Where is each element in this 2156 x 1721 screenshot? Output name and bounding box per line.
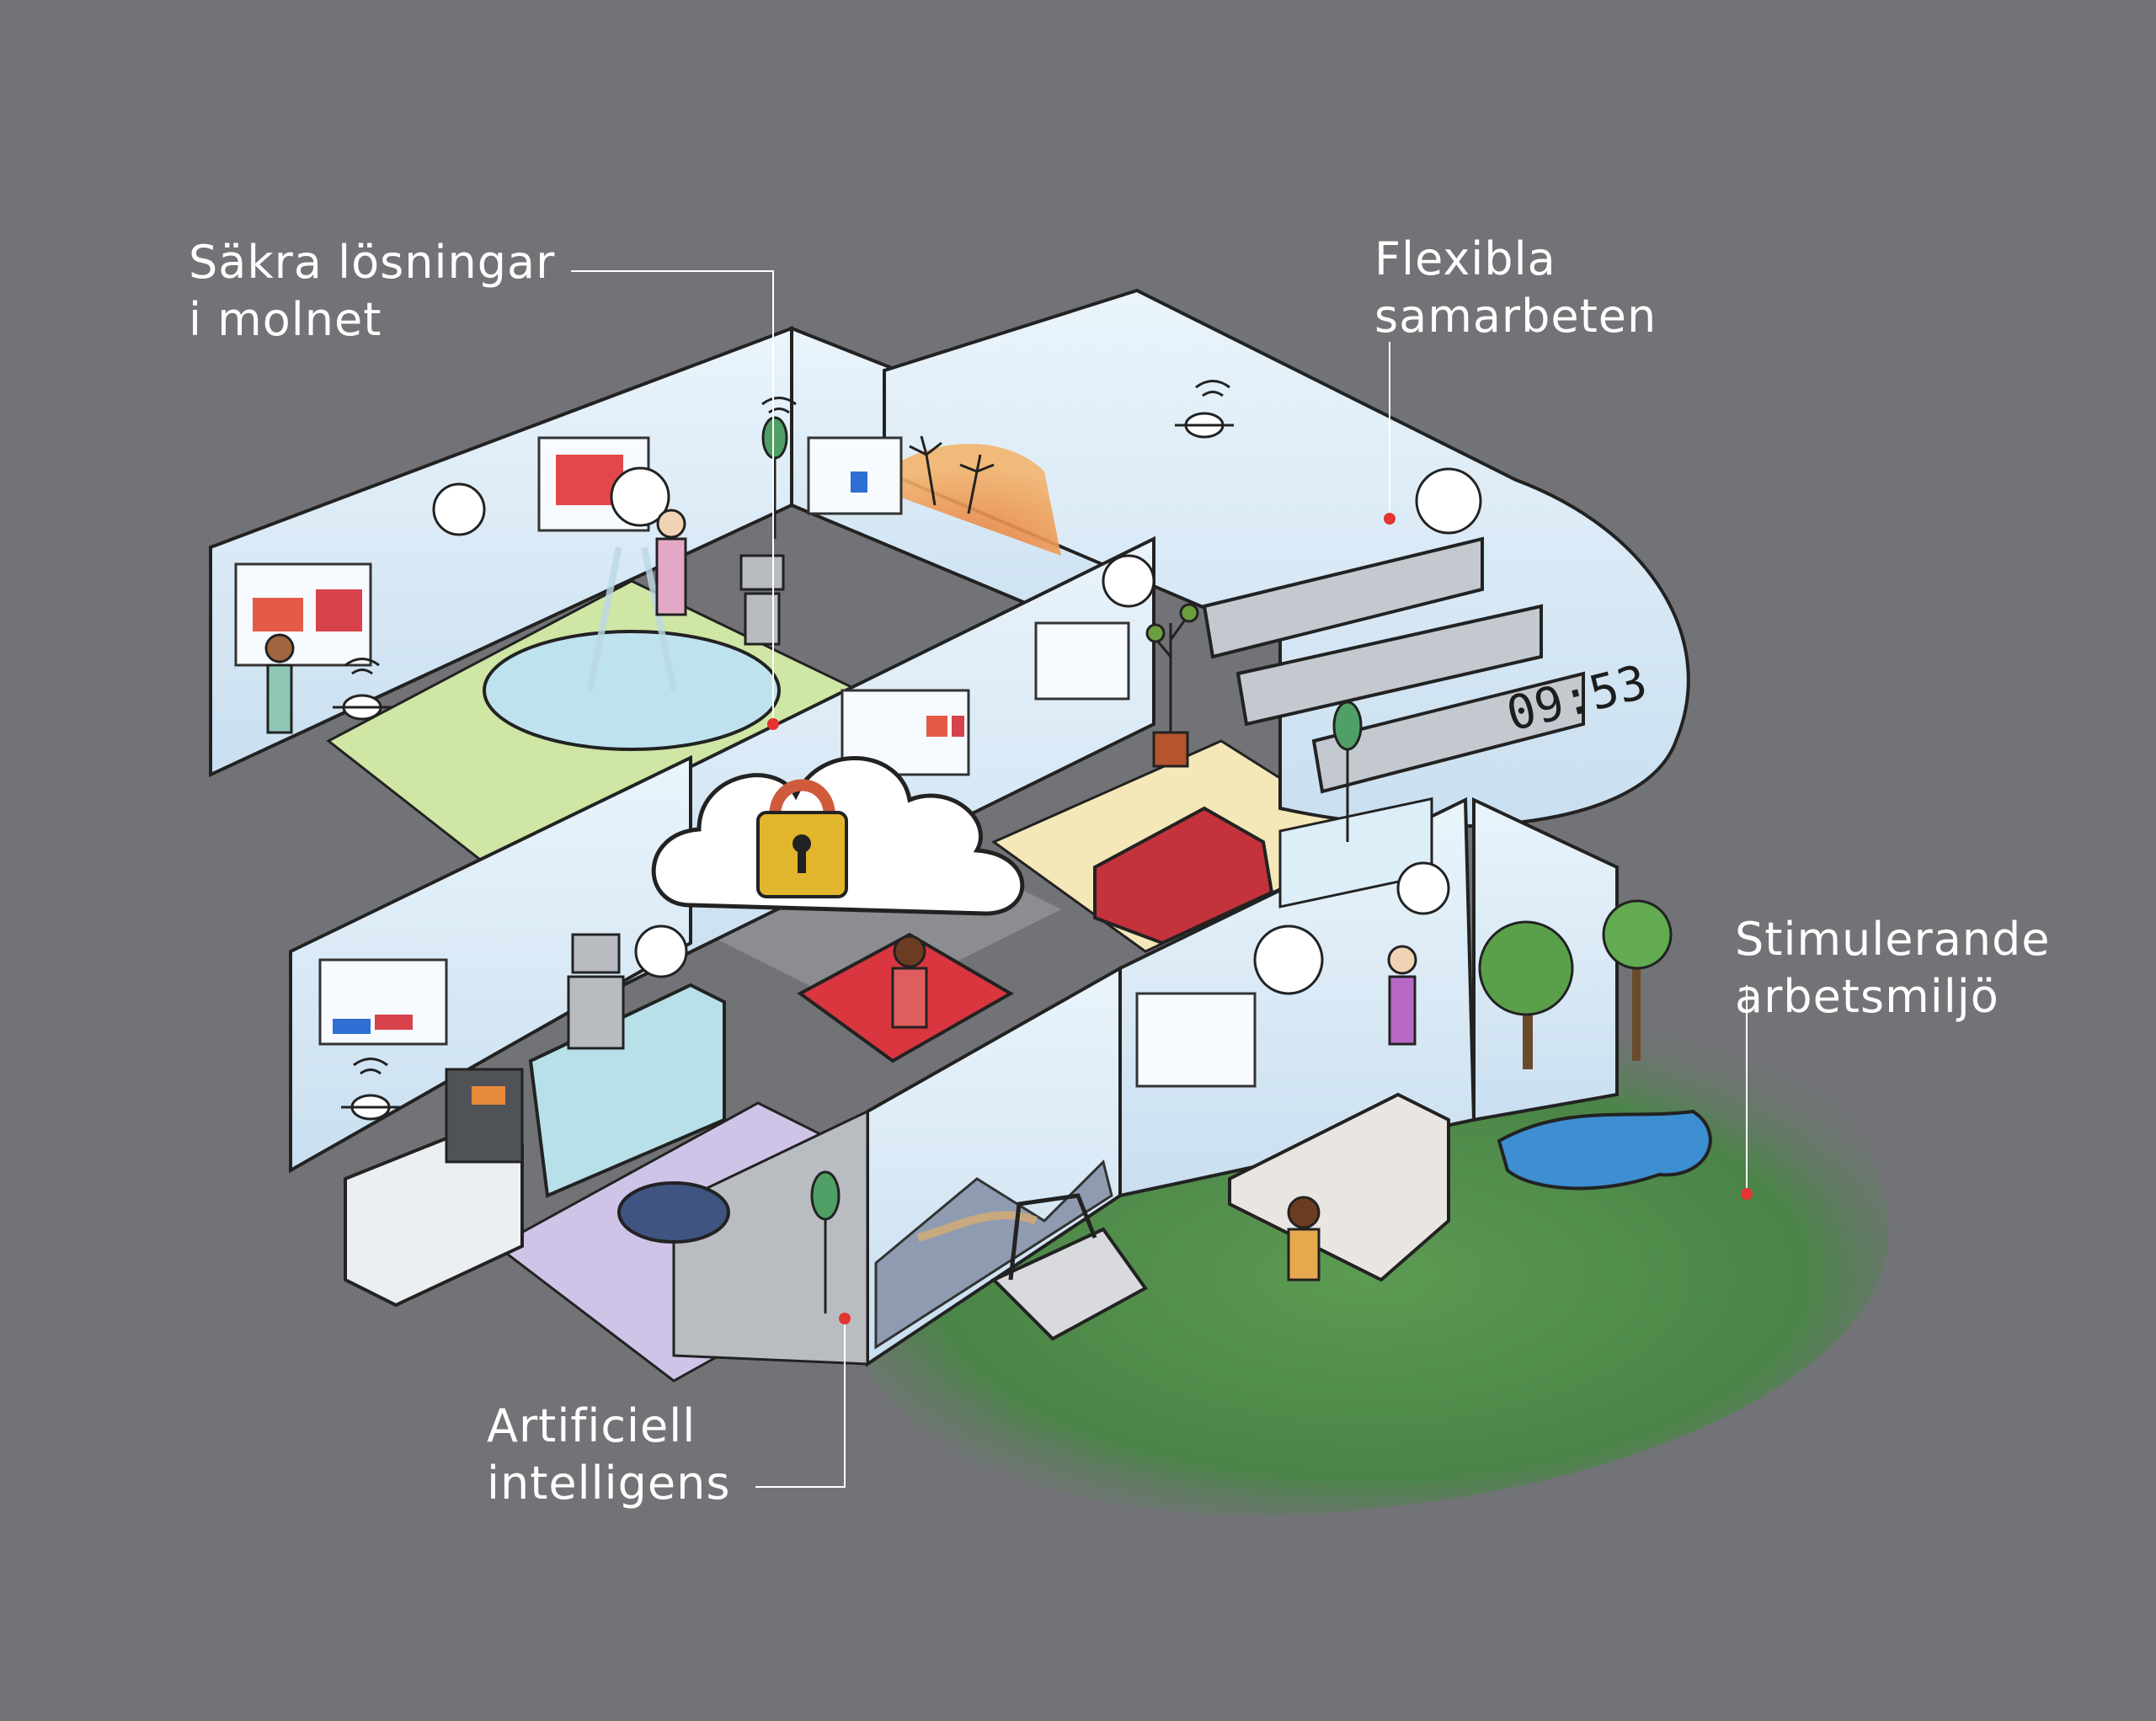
potted-tree xyxy=(1145,603,1199,768)
dot-ai xyxy=(839,1313,851,1324)
robot-icon xyxy=(567,554,785,1050)
wifi-icon xyxy=(344,380,1230,1075)
meeting-table xyxy=(483,630,781,751)
treadmill xyxy=(990,1227,1148,1341)
coffee-machine xyxy=(445,1068,524,1164)
panel-accents xyxy=(253,455,964,1034)
clock-icon xyxy=(432,482,1450,915)
pond xyxy=(1497,1109,1712,1191)
people xyxy=(264,509,1417,1281)
tree-icon xyxy=(1478,899,1673,1069)
work-desk xyxy=(1228,1092,1450,1282)
drone-icon xyxy=(333,412,1234,1121)
speech-bubble-icon xyxy=(610,466,1482,995)
callout-secure-cloud: Säkra lösningar i molnet xyxy=(189,236,556,346)
beach-mural xyxy=(876,444,1061,556)
wall-panels xyxy=(234,436,1257,1088)
callout-artificial-intelligence: Artificiell intelligens xyxy=(487,1399,731,1510)
palm-tree-icon xyxy=(909,435,995,514)
red-sofa xyxy=(1093,806,1274,946)
dot-flex xyxy=(1384,513,1396,525)
cloud-lock-icon xyxy=(651,756,1025,916)
reception-counter xyxy=(528,983,726,1198)
smart-speaker xyxy=(761,416,1363,1313)
seating-pods xyxy=(1202,536,1585,794)
dot-secure xyxy=(767,718,779,730)
monitor xyxy=(1278,797,1433,908)
robot-vacuum xyxy=(617,1181,730,1244)
wall-lower-left xyxy=(289,754,692,1174)
mountain-mural xyxy=(874,1159,1113,1350)
leader-ai xyxy=(755,1322,846,1488)
dot-stim xyxy=(1741,1188,1753,1200)
callout-flexible-collaboration: Flexibla samarbeten xyxy=(1374,232,1657,343)
callout-stimulating-environment: Stimulerande arbetsmiljö xyxy=(1735,913,2051,1023)
leader-secure xyxy=(571,270,774,724)
